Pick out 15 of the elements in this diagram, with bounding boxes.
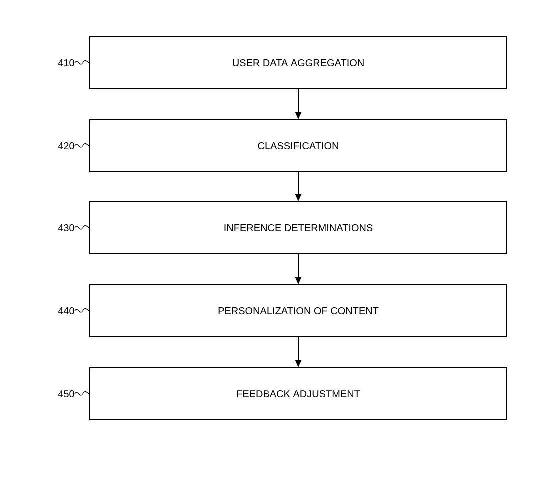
reference-numeral: 440 (58, 307, 74, 315)
process-box: FEEDBACK ADJUSTMENT (90, 368, 508, 420)
process-box: PERSONALIZATION OF CONTENT (90, 284, 508, 338)
leader-line (74, 308, 90, 313)
reference-numeral: 430 (58, 224, 74, 232)
process-box: CLASSIFICATION (90, 120, 508, 172)
reference-numeral: 450 (58, 390, 74, 398)
leader-line (74, 225, 90, 230)
leader-line (74, 143, 90, 148)
process-box: USER DATA AGGREGATION (90, 36, 508, 90)
reference-numeral: 410 (58, 59, 74, 67)
process-box: INFERENCE DETERMINATIONS (90, 202, 508, 254)
reference-numeral: 420 (58, 142, 74, 150)
leader-line (74, 391, 90, 396)
leader-line (74, 60, 90, 65)
